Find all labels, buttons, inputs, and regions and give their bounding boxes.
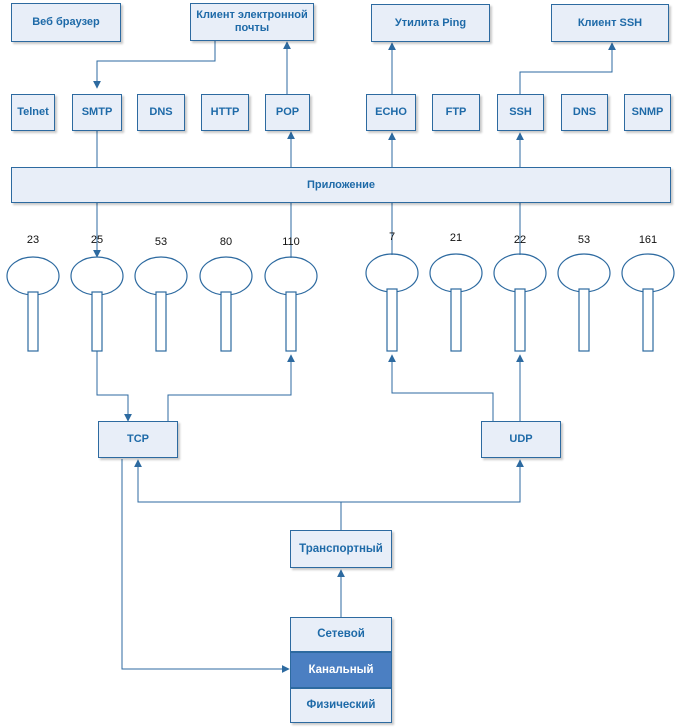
port-number-label: 80 — [219, 236, 233, 248]
port-number-label: 21 — [449, 232, 463, 244]
port-socket — [429, 253, 483, 293]
datalink-layer-label: Канальный — [308, 663, 374, 676]
web-browser-box: Веб браузер — [11, 3, 121, 42]
protocol-dns-label: DNS — [149, 106, 173, 118]
application-layer-bar: Приложение — [11, 167, 671, 203]
tcp-to-port110-line — [167, 354, 295, 421]
protocol-pop-label: POP — [275, 106, 300, 118]
port-tube — [514, 288, 526, 352]
datalink-layer-box: Канальный — [290, 652, 392, 688]
port-socket — [6, 256, 60, 296]
port-tube — [450, 288, 462, 352]
port-socket — [199, 256, 253, 296]
port-socket — [621, 253, 675, 293]
protocol-echo-label: ECHO — [375, 106, 407, 118]
tcp-box: TCP — [98, 421, 178, 458]
port-number-label: 110 — [282, 236, 300, 248]
port-number-label: 25 — [90, 234, 104, 246]
port-number-label: 7 — [388, 231, 396, 243]
tcp-label: TCP — [127, 433, 149, 445]
mail-to-smtp-line — [93, 40, 216, 89]
port-socket — [365, 253, 419, 293]
ssh-to-client-line — [519, 42, 616, 94]
udp-box: UDP — [481, 421, 561, 458]
protocol-echo-box: ECHO — [366, 94, 416, 131]
port-tube — [27, 291, 39, 352]
protocol-ftp-label: FTP — [445, 106, 467, 118]
udp-label: UDP — [509, 433, 533, 445]
protocol-http-box: HTTP — [201, 94, 249, 131]
port-socket — [70, 256, 124, 296]
port-tube — [91, 291, 103, 352]
port-socket — [557, 253, 611, 293]
protocol-ssh-box: SSH — [497, 94, 544, 131]
protocol-http-label: HTTP — [210, 106, 240, 118]
ping-utility-label: Утилита Ping — [394, 16, 467, 29]
physical-layer-box: Физический — [290, 688, 392, 723]
port-tube — [285, 291, 297, 352]
transport-layer-label: Транспортный — [299, 542, 383, 555]
protocol-telnet-box: Telnet — [11, 94, 55, 131]
port-socket — [264, 256, 318, 296]
port-tube — [155, 291, 167, 352]
web-browser-label: Веб браузер — [32, 16, 100, 28]
port-socket — [134, 256, 188, 296]
port-tube — [642, 288, 654, 352]
transport-to-tcp-line — [134, 459, 341, 503]
port-number-label: 22 — [513, 234, 527, 246]
protocol-dns-2-box: DNS — [561, 94, 608, 131]
port-number-label: 23 — [26, 234, 40, 246]
protocol-telnet-label: Telnet — [17, 106, 49, 118]
protocol-pop-box: POP — [265, 94, 310, 131]
ssh-client-label: Клиент SSH — [577, 16, 643, 29]
transport-layer-box: Транспортный — [290, 530, 392, 568]
protocol-snmp-label: SNMP — [631, 106, 664, 118]
tcp-to-datalink-line — [121, 459, 290, 673]
protocol-dns-box: DNS — [137, 94, 185, 131]
port-number-label: 53 — [577, 234, 591, 246]
port-tube — [578, 288, 590, 352]
protocol-ftp-box: FTP — [432, 94, 480, 131]
port-number-label: 161 — [638, 234, 658, 246]
protocol-snmp-box: SNMP — [624, 94, 671, 131]
port-socket — [493, 253, 547, 293]
port-tube — [386, 288, 398, 352]
network-layer-box: Сетевой — [290, 617, 392, 652]
protocol-smtp-label: SMTP — [81, 106, 113, 118]
mail-client-label: Клиент электронной почты — [196, 9, 308, 34]
protocol-dns-2-label: DNS — [572, 106, 597, 118]
udp-to-port7-line — [388, 354, 494, 421]
mail-client-box: Клиент электронной почты — [190, 3, 314, 41]
port-number-label: 53 — [154, 236, 168, 248]
ssh-client-box: Клиент SSH — [551, 4, 669, 42]
protocol-ssh-label: SSH — [509, 106, 532, 118]
transport-to-udp-line — [341, 459, 524, 503]
application-layer-label: Приложение — [306, 178, 376, 191]
network-layer-label: Сетевой — [317, 628, 365, 640]
protocol-smtp-box: SMTP — [72, 94, 122, 131]
ping-utility-box: Утилита Ping — [371, 4, 490, 42]
physical-layer-label: Физический — [306, 699, 376, 711]
port-tube — [220, 291, 232, 352]
port25-to-tcp-line — [96, 351, 132, 422]
